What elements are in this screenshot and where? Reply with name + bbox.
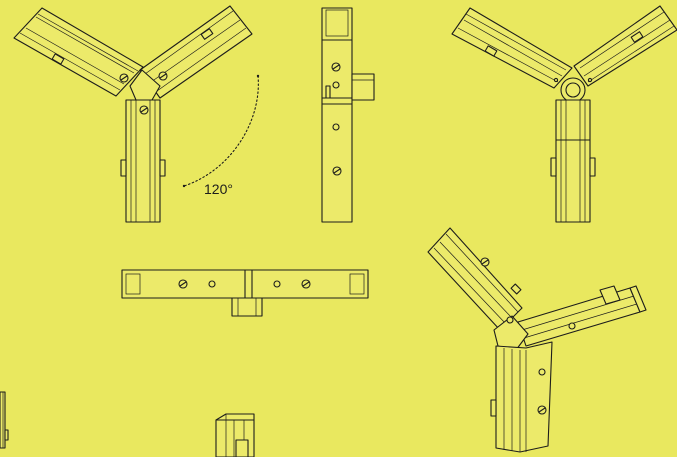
y-connector-side-view: [321, 7, 375, 223]
angle-arc: [183, 75, 259, 187]
right-arm: [139, 5, 253, 99]
vertical-stem: [120, 99, 166, 223]
y-connector-partial-views: [0, 391, 255, 457]
y-connector-iso-top-view: [451, 5, 677, 223]
center-hub: [129, 69, 161, 101]
left-arm: [13, 7, 144, 97]
y-connector-iso-view: [427, 227, 647, 453]
angle-label: 120°: [204, 181, 233, 197]
y-connector-bottom-view: [121, 269, 369, 317]
y-connector-front-view: [13, 5, 260, 223]
